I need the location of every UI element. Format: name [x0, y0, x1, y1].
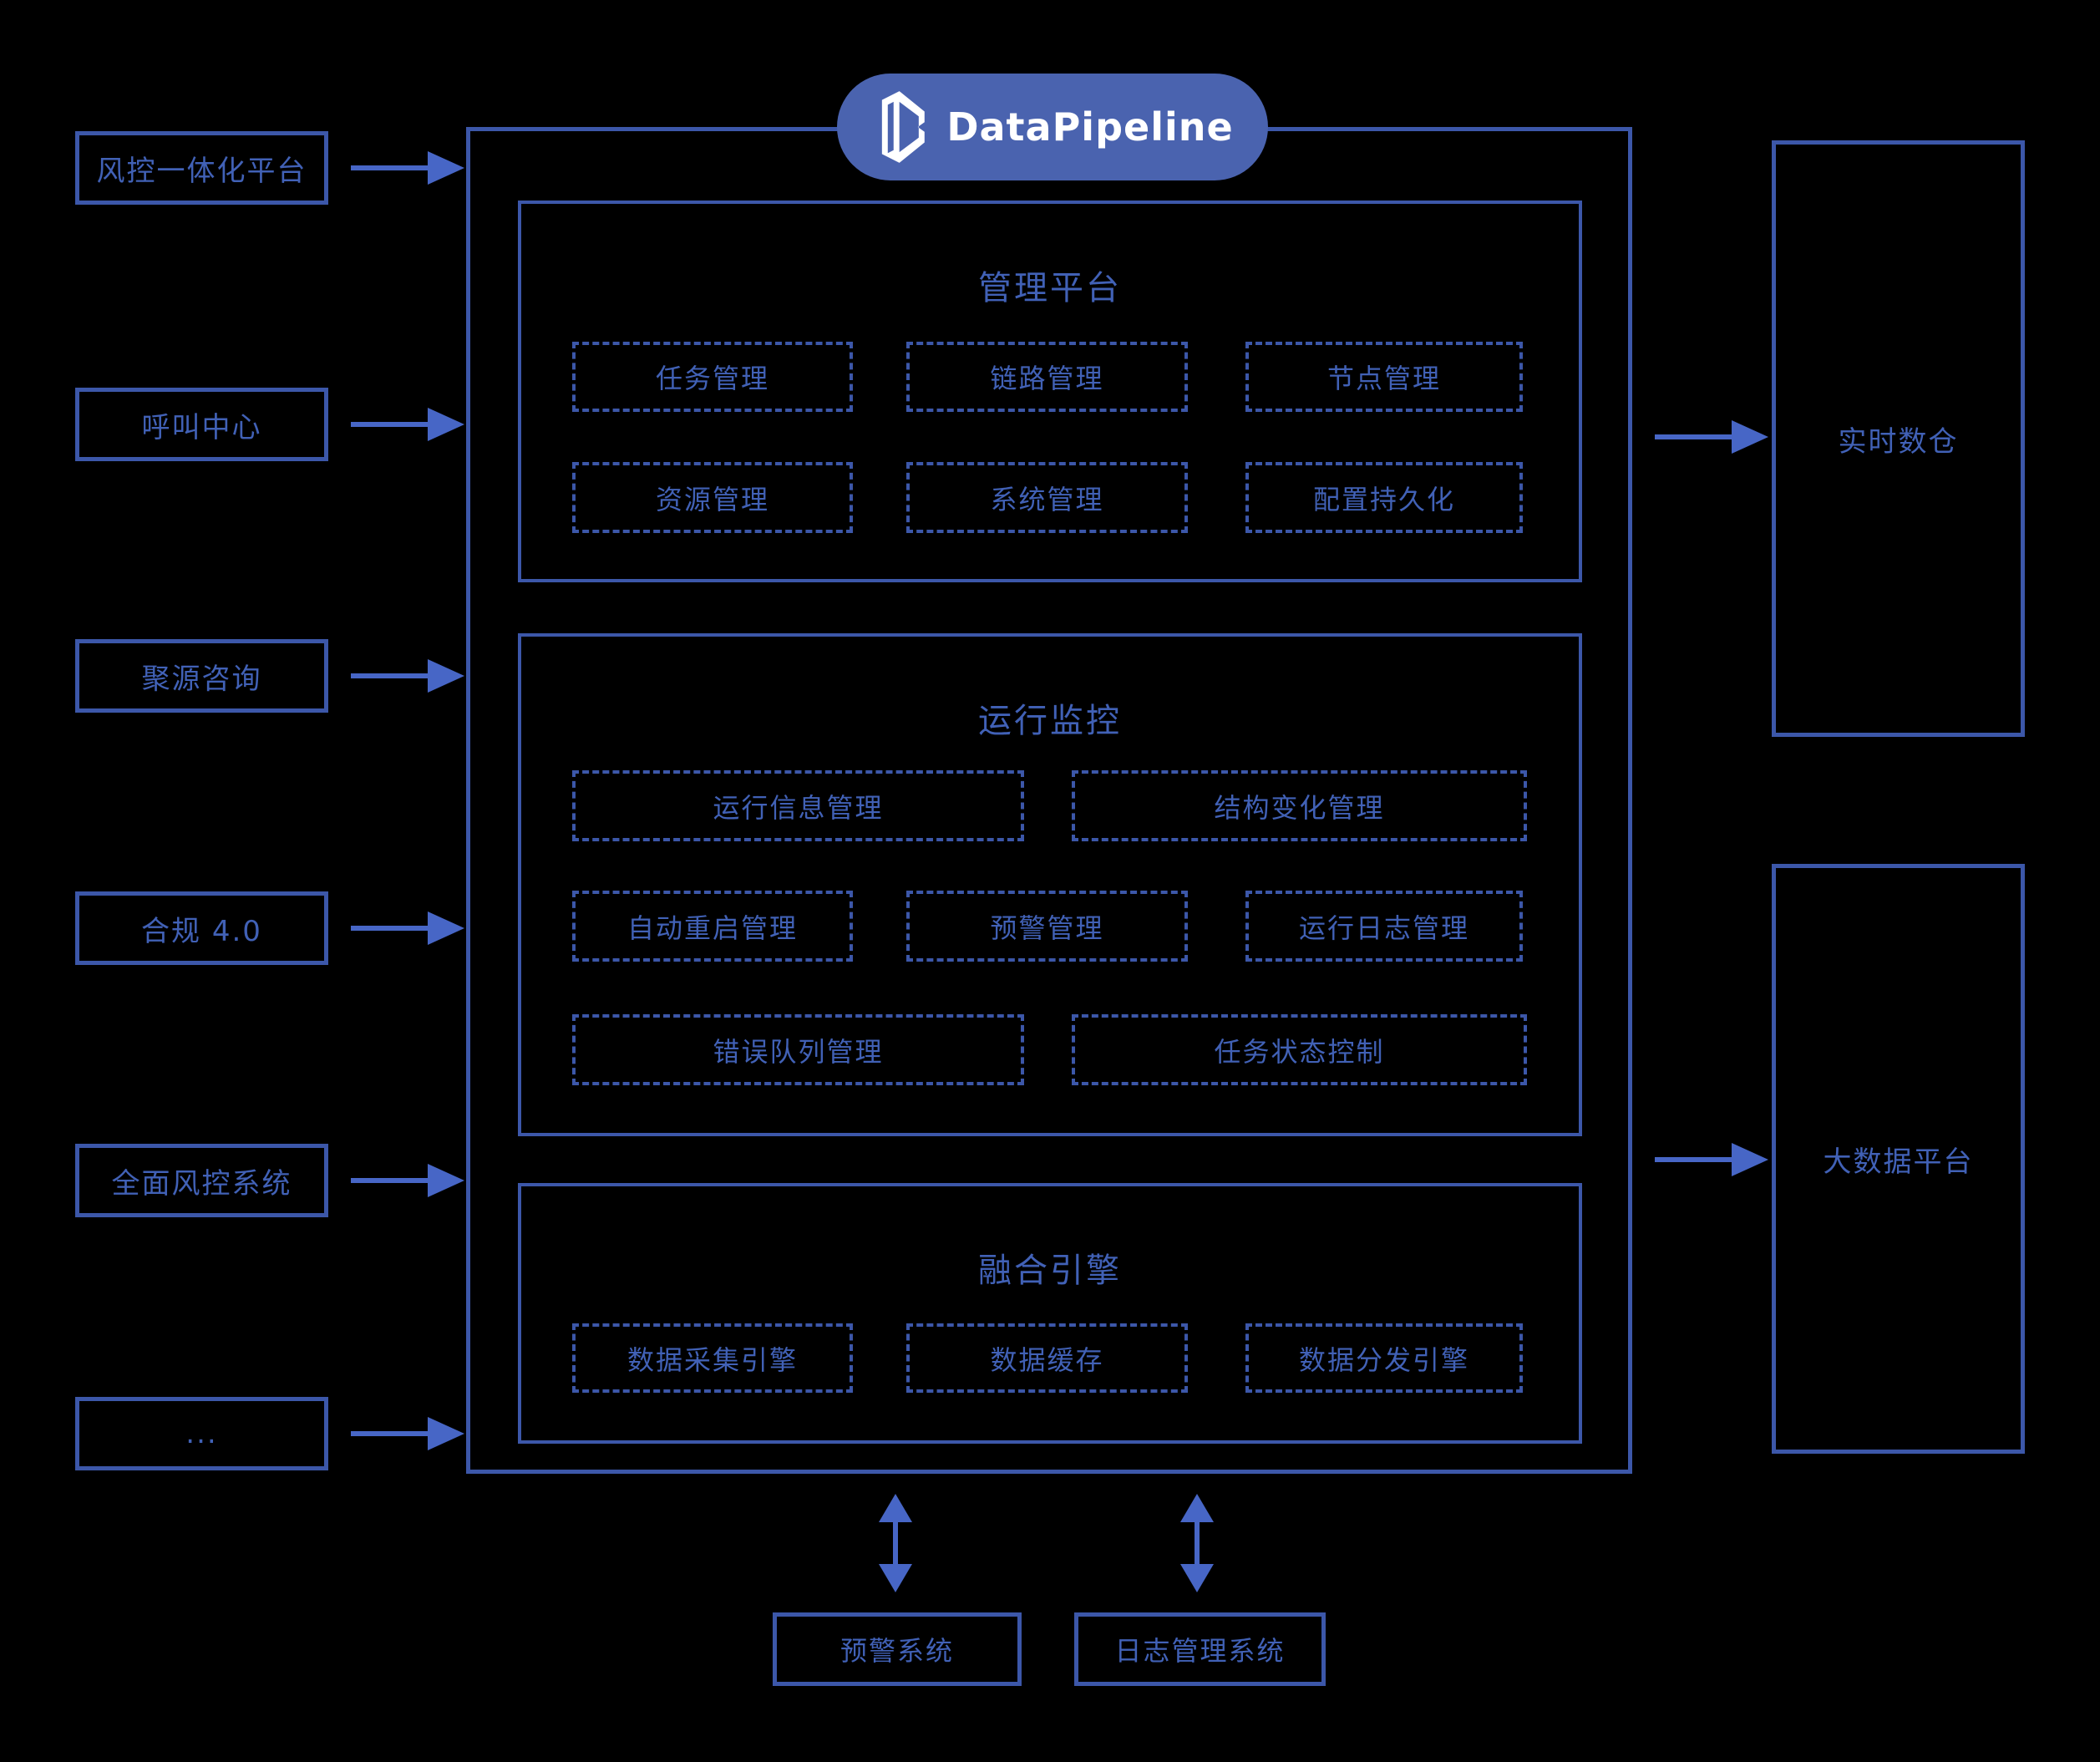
- flow-arrow-right-icon: [351, 1164, 464, 1197]
- flow-arrow-right-icon: [351, 408, 464, 441]
- module-label: 数据采集引擎: [626, 1343, 798, 1376]
- source-label: ...: [185, 1417, 218, 1450]
- module-label: 数据分发引擎: [1298, 1343, 1469, 1376]
- module-error-queue-management: 错误队列管理: [572, 1014, 1024, 1085]
- module-label: 数据缓存: [990, 1343, 1104, 1376]
- source-box-call-center: 呼叫中心: [75, 388, 328, 461]
- source-label: 呼叫中心: [141, 410, 262, 444]
- module-data-cache: 数据缓存: [906, 1323, 1188, 1393]
- module-runtime-log-management: 运行日志管理: [1245, 891, 1523, 962]
- flow-arrow-right-icon: [351, 1417, 464, 1450]
- module-link-management: 链路管理: [906, 342, 1188, 412]
- source-box-compliance: 合规 4.0: [75, 891, 328, 965]
- target-label: 实时数仓: [1838, 424, 1959, 459]
- module-auto-restart-management: 自动重启管理: [572, 891, 853, 962]
- module-system-management: 系统管理: [906, 462, 1188, 533]
- section-management-platform: 管理平台: [518, 201, 1582, 582]
- target-box-bigdata-platform: 大数据平台: [1772, 864, 2025, 1454]
- external-box-log-management-system: 日志管理系统: [1074, 1612, 1326, 1686]
- flow-arrow-right-icon: [1655, 1143, 1768, 1176]
- module-label: 节点管理: [1326, 363, 1441, 394]
- section-title: 管理平台: [978, 269, 1122, 307]
- target-box-realtime-warehouse: 实时数仓: [1772, 140, 2025, 737]
- module-task-state-control: 任务状态控制: [1072, 1014, 1527, 1085]
- module-label: 运行日志管理: [1298, 911, 1469, 944]
- source-label: 风控一体化平台: [96, 154, 307, 188]
- flow-arrow-right-icon: [351, 911, 464, 945]
- source-box-more: ...: [75, 1397, 328, 1470]
- external-label: 日志管理系统: [1114, 1635, 1286, 1667]
- module-schema-change-management: 结构变化管理: [1072, 770, 1527, 841]
- module-label: 任务状态控制: [1214, 1035, 1385, 1068]
- module-data-distribution-engine: 数据分发引擎: [1245, 1323, 1523, 1393]
- module-label: 结构变化管理: [1214, 791, 1385, 824]
- section-title: 融合引擎: [978, 1252, 1122, 1290]
- module-task-management: 任务管理: [572, 342, 853, 412]
- source-box-full-risk: 全面风控系统: [75, 1144, 328, 1217]
- datapipeline-logo-icon: [882, 91, 926, 163]
- section-title: 运行监控: [978, 702, 1122, 740]
- module-resource-management: 资源管理: [572, 462, 853, 533]
- module-runtime-info-management: 运行信息管理: [572, 770, 1024, 841]
- module-label: 预警管理: [990, 911, 1104, 944]
- source-label: 合规 4.0: [141, 914, 262, 948]
- module-data-collection-engine: 数据采集引擎: [572, 1323, 853, 1393]
- module-label: 系统管理: [990, 483, 1104, 515]
- flow-arrow-vertical-icon: [1179, 1494, 1215, 1592]
- datapipeline-logo: DataPipeline: [837, 74, 1268, 180]
- target-label: 大数据平台: [1823, 1145, 1974, 1179]
- module-label: 运行信息管理: [713, 791, 884, 824]
- module-label: 配置持久化: [1312, 483, 1455, 515]
- section-operation-monitoring: 运行监控: [518, 633, 1582, 1136]
- source-box-juyuan: 聚源咨询: [75, 639, 328, 713]
- source-box-risk-platform: 风控一体化平台: [75, 131, 328, 205]
- external-label: 预警系统: [839, 1635, 954, 1667]
- module-label: 错误队列管理: [713, 1035, 884, 1068]
- module-node-management: 节点管理: [1245, 342, 1523, 412]
- flow-arrow-vertical-icon: [877, 1494, 914, 1592]
- source-label: 全面风控系统: [111, 1166, 292, 1201]
- external-box-alert-system: 预警系统: [773, 1612, 1022, 1686]
- section-fusion-engine: 融合引擎: [518, 1183, 1582, 1444]
- flow-arrow-right-icon: [351, 659, 464, 693]
- flow-arrow-right-icon: [351, 151, 464, 185]
- module-label: 自动重启管理: [626, 911, 798, 944]
- module-label: 链路管理: [990, 363, 1104, 394]
- module-label: 资源管理: [655, 483, 769, 515]
- flow-arrow-right-icon: [1655, 420, 1768, 454]
- module-alert-management: 预警管理: [906, 891, 1188, 962]
- module-config-persistence: 配置持久化: [1245, 462, 1523, 533]
- logo-wordmark: DataPipeline: [946, 104, 1234, 150]
- module-label: 任务管理: [655, 363, 769, 394]
- source-label: 聚源咨询: [141, 662, 262, 696]
